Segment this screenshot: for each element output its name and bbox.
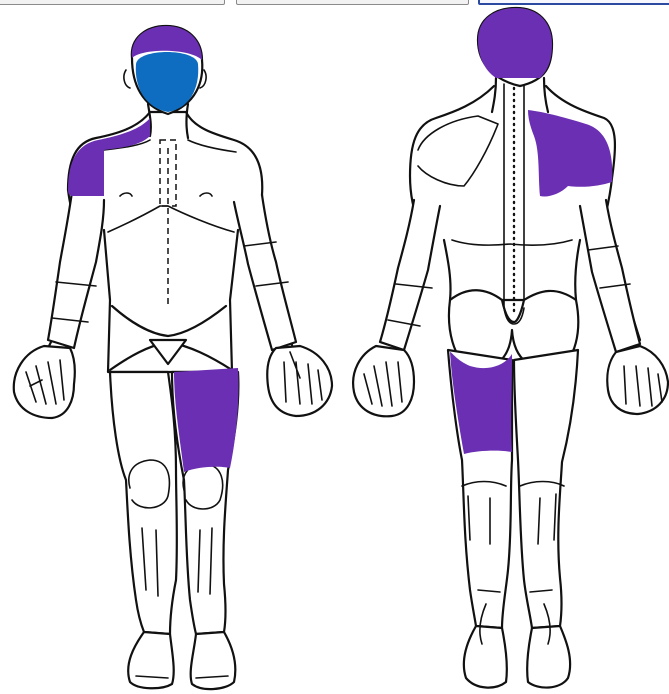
back-body-view xyxy=(353,8,668,688)
back-left-foot xyxy=(527,626,570,688)
front-left-arm xyxy=(234,195,296,350)
back-right-arm xyxy=(380,200,440,350)
front-left-hand xyxy=(267,346,332,416)
back-left-leg xyxy=(514,350,578,628)
front-right-leg xyxy=(110,372,177,634)
front-right-foot xyxy=(128,632,174,688)
front-left-foot xyxy=(191,632,236,689)
front-right-hand xyxy=(14,346,75,418)
front-left-thigh-highlight xyxy=(174,368,239,472)
front-face-highlight xyxy=(136,52,198,112)
back-right-hand xyxy=(353,346,414,416)
front-body-view xyxy=(14,26,332,689)
back-head-highlight xyxy=(478,8,552,78)
back-left-arm xyxy=(580,200,640,352)
front-right-arm xyxy=(48,192,104,348)
back-right-foot xyxy=(464,626,507,688)
